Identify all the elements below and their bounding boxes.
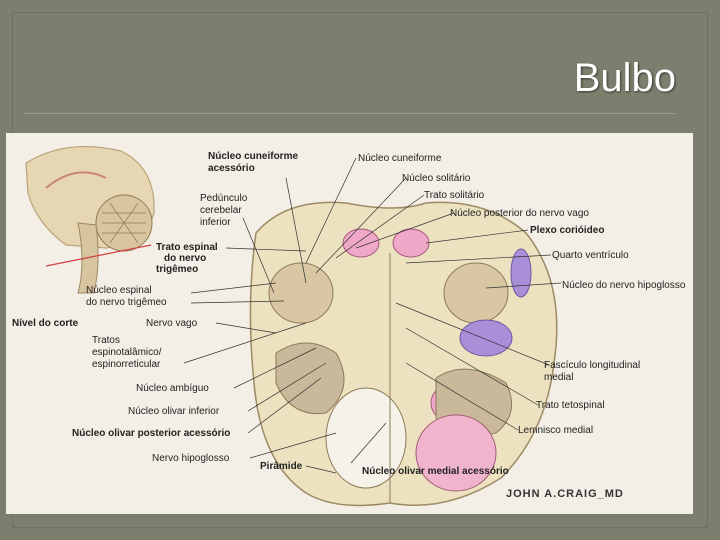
medulla-section <box>249 201 558 507</box>
label-nucleo-espinal-1: Núcleo espinal <box>86 285 152 296</box>
label-trato-espinal-3: trigêmeo <box>156 264 198 275</box>
label-fasciculo-2: medial <box>544 372 573 383</box>
title-divider <box>24 113 676 114</box>
label-trato-solitario: Trato solitário <box>424 190 485 201</box>
leader-lines <box>183 157 562 474</box>
label-nucleo-olivar-medial: Núcleo olivar medial acessório <box>362 466 509 477</box>
label-pedunculo-2: cerebelar <box>200 205 242 216</box>
brain-sagittal-sketch <box>25 145 155 294</box>
label-nucleo-cuneiforme-acessorio-1: Núcleo cuneiforme <box>208 151 298 162</box>
label-plexo-corioideo: Plexo corióideo <box>530 225 604 236</box>
label-nucleo-solitario: Núcleo solitário <box>402 173 471 184</box>
label-piramide: Pirâmide <box>260 461 303 472</box>
label-lemnisco-medial: Lemnisco medial <box>518 425 593 436</box>
label-fasciculo-1: Fascículo longitudinal <box>544 360 640 371</box>
label-trato-tetospinal: Trato tetospinal <box>536 400 605 411</box>
label-nucleo-cuneiforme: Núcleo cuneiforme <box>358 153 442 164</box>
label-trato-espinal-2: do nervo <box>164 253 206 264</box>
label-nucleo-olivar-inferior: Núcleo olivar inferior <box>128 406 220 417</box>
label-tratos-2: espinotalâmico/ <box>92 347 162 358</box>
label-nivel-do-corte: Nível do corte <box>12 318 79 329</box>
label-nucleo-hipoglosso: Núcleo do nervo hipoglosso <box>562 280 686 291</box>
label-nervo-hipoglosso: Nervo hipoglosso <box>152 453 230 464</box>
label-pedunculo-3: inferior <box>200 217 231 228</box>
section-level-line <box>45 244 152 267</box>
label-nucleo-espinal-2: do nervo trigêmeo <box>86 297 167 308</box>
label-nucleo-cuneiforme-acessorio-2: acessório <box>208 163 255 174</box>
medulla-figure: Núcleo cuneiforme acessório Pedúnculo ce… <box>6 133 693 514</box>
label-nucleo-ambiguo: Núcleo ambíguo <box>136 383 209 394</box>
illustrator-signature: JOHN A.CRAIG_MD <box>506 488 624 500</box>
medulla-cross-section-illustration: Núcleo cuneiforme acessório Pedúnculo ce… <box>12 145 686 507</box>
label-trato-espinal-1: Trato espinal <box>156 242 218 253</box>
label-pedunculo-1: Pedúnculo <box>200 193 248 204</box>
label-nucleo-olivar-posterior: Núcleo olivar posterior acessório <box>72 428 230 439</box>
label-nucleo-posterior-vago: Núcleo posterior do nervo vago <box>450 208 589 219</box>
label-tratos-1: Tratos <box>92 335 120 346</box>
label-tratos-3: espinorreticular <box>92 359 161 370</box>
label-quarto-ventriculo: Quarto ventrículo <box>552 250 629 261</box>
slide-title: Bulbo <box>573 56 676 100</box>
label-nervo-vago: Nervo vago <box>146 318 198 329</box>
